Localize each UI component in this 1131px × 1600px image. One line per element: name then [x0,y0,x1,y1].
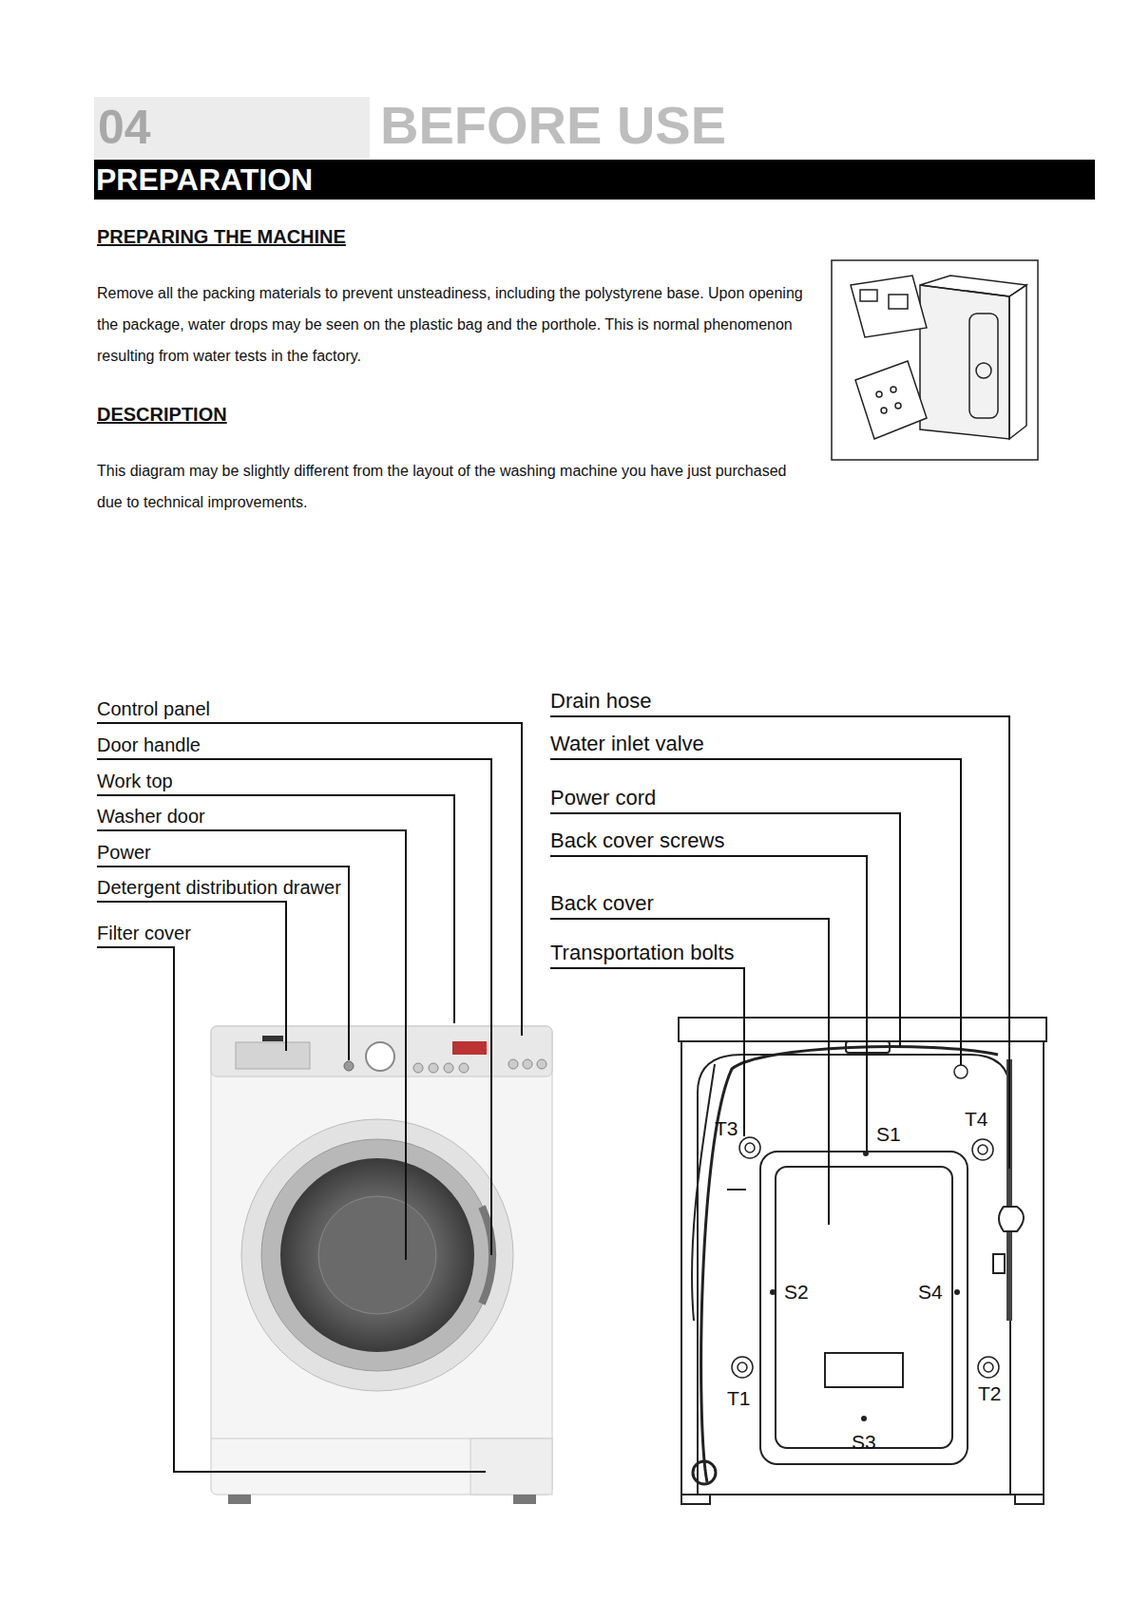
part-label: Back cover screws [548,828,727,854]
callout-label: T2 [977,1382,1002,1406]
part-label: Transportation bolts [548,940,737,966]
callout-label: T1 [727,1387,751,1411]
part-label: Drain hose [548,689,653,714]
part-label: Work top [95,769,175,793]
part-label: Power cord [548,785,658,811]
body-text: Remove all the packing materials to prev… [96,277,806,372]
band-text: 04 [97,96,152,158]
callout-label: S4 [918,1281,943,1304]
section-heading: PREPARING THE MACHINE [96,225,346,249]
body-text: This diagram may be slightly different f… [96,455,806,518]
part-label: Washer door [95,805,208,828]
callout-label: S1 [876,1123,901,1147]
band-text: PREPARATION [95,159,313,200]
page-title: BEFORE USE [380,95,727,156]
callout-label: S2 [784,1281,809,1304]
callout-label: T3 [714,1117,739,1141]
part-label: Back cover [548,891,656,917]
part-label: Control panel [95,697,212,721]
section-number-box: 04 [94,96,370,158]
section-heading: DESCRIPTION [96,402,228,426]
part-label: Detergent distribution drawer [95,876,344,900]
washer-back [678,1017,1047,1505]
leader-lines [96,716,1010,1473]
part-label: Power [95,841,154,864]
callout-label: S3 [851,1431,877,1455]
unpacking-illustration [831,260,1038,461]
part-label: Door handle [95,733,203,757]
part-label: Filter cover [95,921,193,945]
section-band: PREPARATION [94,159,1095,200]
washer-front [210,1026,553,1505]
callout-label: T4 [964,1108,989,1131]
part-label: Water inlet valve [548,731,707,757]
